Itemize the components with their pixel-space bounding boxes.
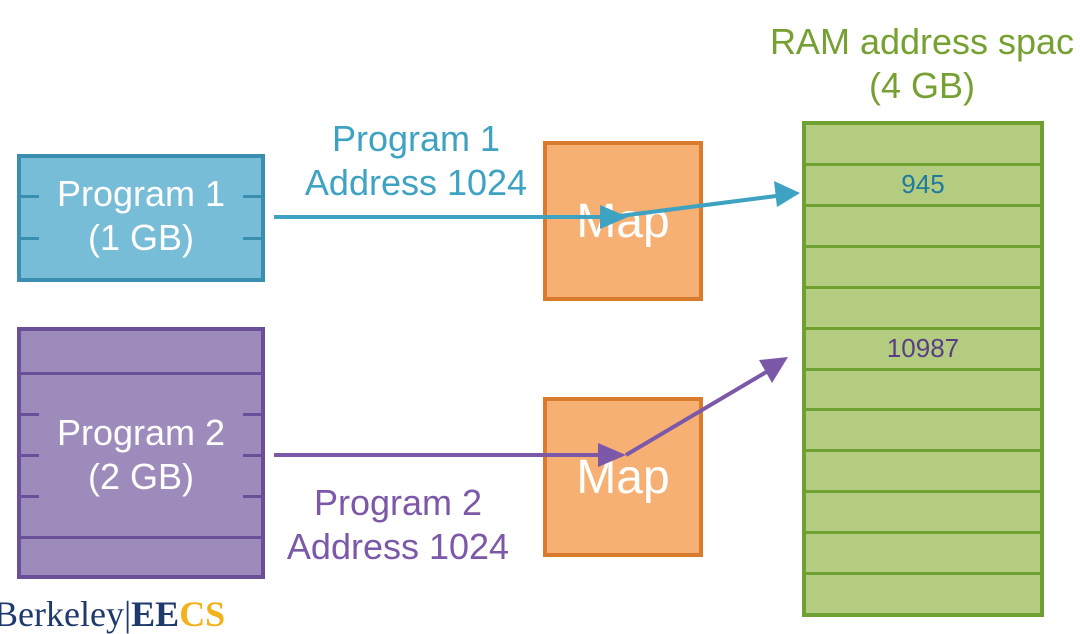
- ram-slot: [806, 534, 1040, 573]
- program1-tick: [17, 237, 39, 240]
- map1-box: Map: [543, 141, 703, 301]
- program2-tick: [17, 413, 39, 416]
- program1-tick: [243, 195, 265, 198]
- program1-name: Program 1: [56, 173, 226, 214]
- program2-name: Program 2: [56, 412, 226, 453]
- program1-address-label: Program 1 Address 1024: [296, 117, 536, 205]
- program1-tick: [17, 195, 39, 198]
- program2-tick: [243, 454, 265, 457]
- program1-box: Program 1 (1 GB): [17, 154, 265, 282]
- program1-tick: [243, 237, 265, 240]
- logo-berkeley-text: Berkeley: [0, 594, 124, 634]
- ram-slot: [806, 493, 1040, 532]
- program2-divider: [21, 536, 261, 539]
- ram-title-line2: (4 GB): [868, 65, 975, 106]
- logo-separator: |: [123, 594, 132, 634]
- ram-slot: [806, 452, 1040, 491]
- program2-divider: [21, 372, 261, 375]
- program2-arrow-to-ram: [624, 366, 775, 457]
- program1-arrowhead-ram: [774, 181, 800, 207]
- program1-arrow-to-ram: [611, 193, 785, 219]
- program1-size: (1 GB): [87, 217, 194, 258]
- program2-address-line1: Program 2: [313, 482, 483, 523]
- ram-slot-10987: 10987: [806, 329, 1040, 368]
- program2-size: (2 GB): [87, 456, 194, 497]
- ram-address-space-title: RAM address spac (4 GB): [742, 20, 1080, 108]
- program2-box: Program 2 (2 GB): [17, 327, 265, 579]
- ram-slot: [806, 575, 1040, 614]
- program2-address-line2: Address 1024: [286, 526, 510, 567]
- ram-slot-945: 945: [806, 165, 1040, 204]
- ram-slot: [806, 370, 1040, 409]
- ram-slot: [806, 288, 1040, 327]
- logo-ee-text: EE: [131, 594, 180, 634]
- program1-arrow: [274, 181, 800, 229]
- ram-slot: [806, 206, 1040, 245]
- program2-tick: [17, 454, 39, 457]
- program2-tick: [17, 495, 39, 498]
- berkeley-eecs-logo: Berkeley|EECS: [0, 594, 225, 634]
- ram-title-line1: RAM address spac: [769, 21, 1075, 62]
- program2-address-label: Program 2 Address 1024: [278, 481, 518, 569]
- logo-cs-text: CS: [179, 594, 226, 634]
- ram-slot: [806, 125, 1040, 163]
- program2-arrow: [274, 357, 788, 467]
- ram-slot: [806, 411, 1040, 450]
- program1-address-line1: Program 1: [331, 118, 501, 159]
- program1-address-line2: Address 1024: [304, 162, 528, 203]
- ram-slot: [806, 247, 1040, 286]
- program2-tick: [243, 495, 265, 498]
- ram-address-space: 945 10987: [802, 121, 1044, 617]
- program2-arrowhead-ram: [759, 357, 788, 383]
- program2-tick: [243, 413, 265, 416]
- program2-arrowhead-map: [598, 443, 626, 467]
